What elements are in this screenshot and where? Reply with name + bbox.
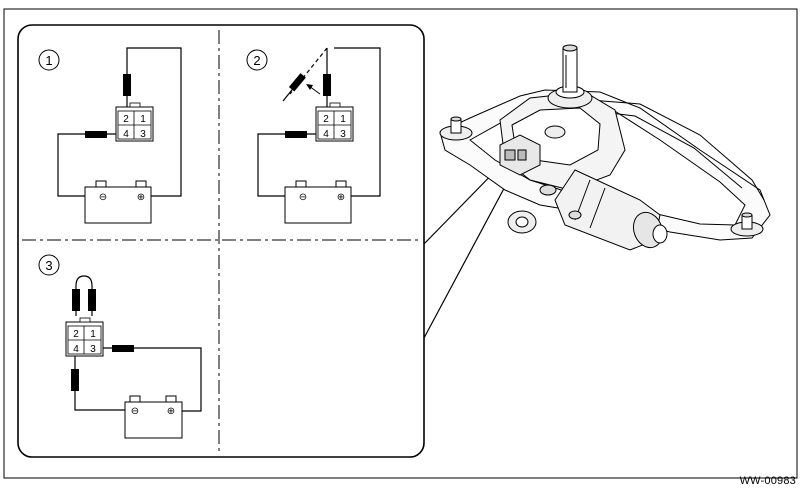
pin-2-label: 2 [323,114,329,125]
step-number-1: 1 [45,53,52,68]
pin-3-label: 3 [90,344,96,355]
outer-frame [3,8,798,479]
wire-pin4-to-negative [74,355,128,411]
lead-clip-pin3 [112,345,134,352]
pin-2-label: 2 [123,114,129,125]
lead-clip-pin4 [71,369,79,391]
pin-1-label: 1 [140,114,146,125]
pin-2-label: 2 [73,329,79,340]
lead-clip-1 [323,74,331,96]
lead-clip-2 [85,131,107,138]
step-3-diagram: 3 2 1 4 3 ⊖ ⊕ [38,254,202,439]
connector: 2 1 4 3 [315,102,354,142]
wiper-motor-illustration [439,44,771,251]
lead-clip-pin1 [88,289,96,311]
lead-clip-2 [285,131,307,138]
battery: ⊖ ⊕ [284,180,352,224]
lead-clip-pin2 [72,289,80,311]
test-steps-panel [17,24,425,458]
step-number-3: 3 [45,258,52,273]
pin-1-label: 1 [90,329,96,340]
wire-positive-return [334,47,381,197]
pin-1-label: 1 [340,114,346,125]
step-number-3-circle [38,254,60,276]
wire-pin3-to-positive [101,347,202,412]
battery-negative-symbol: ⊖ [299,192,307,203]
battery: ⊖ ⊕ [84,180,152,224]
motor-body [539,169,668,251]
step-2-diagram: 2 2 1 4 3 ⊖ [246,47,381,224]
motor-connector [499,134,541,176]
jumper-pin2-pin1 [75,275,93,316]
callout-line-lower [423,165,517,339]
battery-positive-symbol: ⊕ [137,192,145,203]
battery-positive-symbol: ⊕ [167,406,175,417]
battery-positive-symbol: ⊕ [337,192,345,203]
step-number-2-circle [246,49,268,71]
pin-4-label: 4 [123,129,129,140]
pin-3-label: 3 [340,129,346,140]
wiper-shaft [547,44,593,109]
lead-clip-1 [123,74,131,96]
figure-code: WW-00983 [739,475,796,487]
battery-negative-symbol: ⊖ [131,406,139,417]
connector: 2 1 4 3 [115,102,154,142]
battery: ⊖ ⊕ [124,395,183,439]
connector: 2 1 4 3 [65,317,104,357]
pin-4-label: 4 [323,129,329,140]
pin-4-label: 4 [73,344,79,355]
wire-pin2-to-positive [126,47,182,197]
step-number-1-circle [38,49,60,71]
lead-clip-detached [288,73,306,92]
step-number-2: 2 [253,53,260,68]
step-1-diagram: 1 2 1 4 3 ⊖ ⊕ [38,47,182,224]
battery-negative-symbol: ⊖ [99,192,107,203]
pin-3-label: 3 [140,129,146,140]
